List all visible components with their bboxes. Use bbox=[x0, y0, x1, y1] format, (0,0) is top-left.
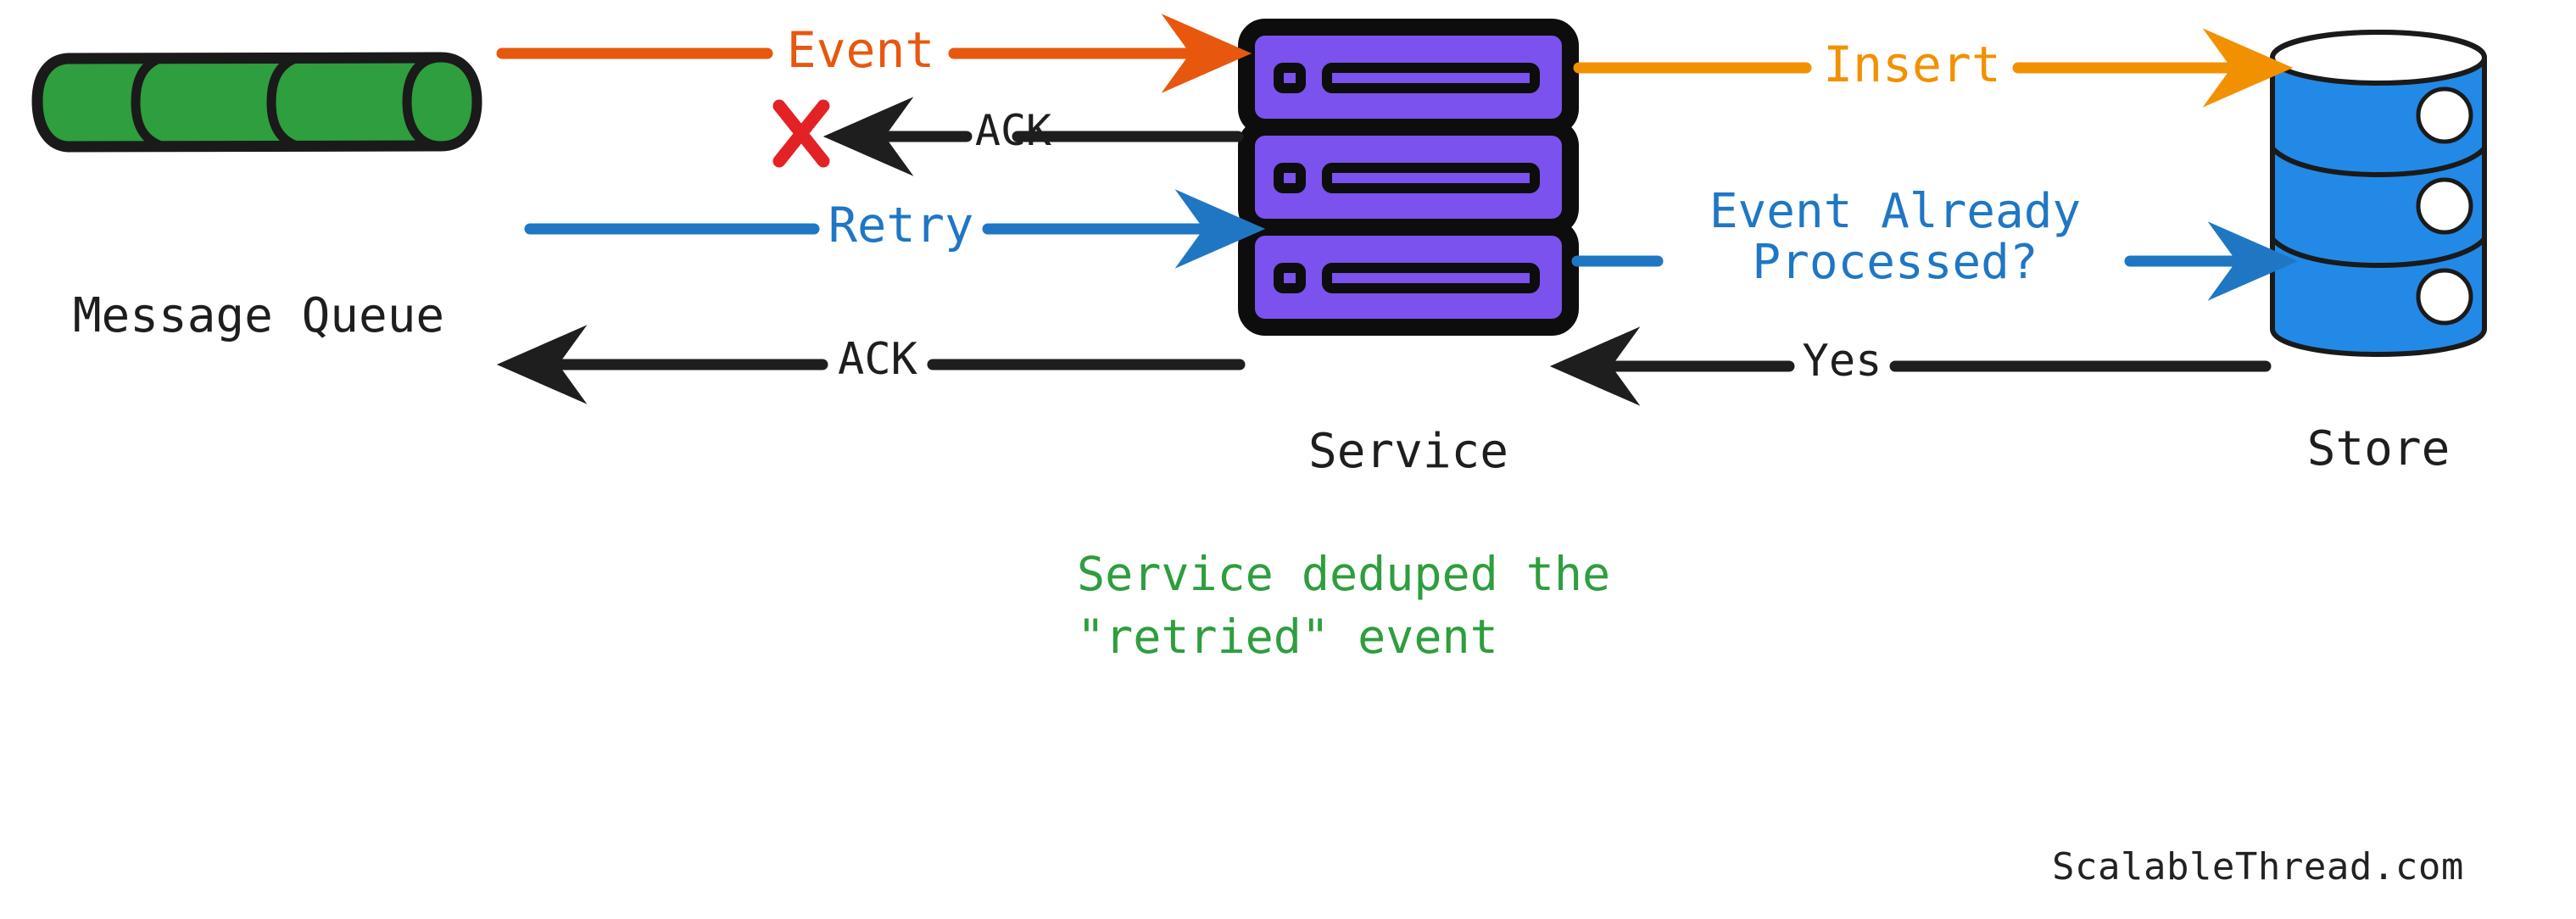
server-unit-1-led bbox=[1274, 63, 1306, 93]
store-top-disc bbox=[2270, 30, 2487, 86]
server-unit-2-led bbox=[1274, 163, 1306, 193]
store-divider-1 bbox=[2270, 146, 2487, 178]
node-store-label: Store bbox=[2306, 421, 2451, 476]
edge-yes-label: Yes bbox=[1802, 336, 1882, 387]
edge-ack-failed[interactable] bbox=[772, 97, 1244, 176]
server-unit-3-slot bbox=[1322, 263, 1540, 293]
queue-divider-1 bbox=[131, 53, 166, 151]
node-message-queue-label: Message Queue bbox=[72, 288, 445, 343]
server-unit-2 bbox=[1238, 119, 1579, 236]
store-indicator-1 bbox=[2416, 86, 2473, 144]
store-indicator-3 bbox=[2416, 268, 2473, 326]
node-store[interactable] bbox=[2270, 29, 2487, 358]
edge-already-processed-label-line2: Processed? bbox=[1752, 235, 2038, 290]
edge-insert-label: Insert bbox=[1823, 36, 2001, 93]
node-service-label: Service bbox=[1308, 424, 1508, 479]
caption-line-2: "retried" event bbox=[1077, 610, 1498, 664]
node-service[interactable] bbox=[1238, 19, 1579, 336]
queue-divider-2 bbox=[266, 53, 302, 151]
server-unit-1-slot bbox=[1322, 63, 1540, 93]
edge-ack-failed-label: ACK bbox=[974, 106, 1052, 155]
caption: Service deduped the "retried" event bbox=[1077, 543, 1755, 668]
server-unit-3 bbox=[1238, 219, 1579, 336]
server-unit-2-slot bbox=[1322, 163, 1540, 193]
store-indicator-2 bbox=[2416, 177, 2473, 235]
edge-retry-label: Retry bbox=[828, 198, 974, 253]
edge-already-processed-label: Event Already Processed? bbox=[1658, 187, 2133, 288]
caption-line-1: Service deduped the bbox=[1077, 547, 1611, 601]
node-message-queue[interactable] bbox=[31, 52, 482, 153]
watermark: ScalableThread.com bbox=[2052, 845, 2464, 888]
server-unit-1 bbox=[1238, 19, 1579, 136]
edge-ack-success-label: ACK bbox=[838, 334, 917, 385]
edge-event-label: Event bbox=[786, 21, 935, 79]
queue-right-cap bbox=[402, 53, 482, 151]
server-unit-3-led bbox=[1274, 263, 1306, 293]
edge-already-processed-label-line1: Event Already bbox=[1709, 184, 2082, 239]
failure-x-icon bbox=[772, 99, 830, 168]
